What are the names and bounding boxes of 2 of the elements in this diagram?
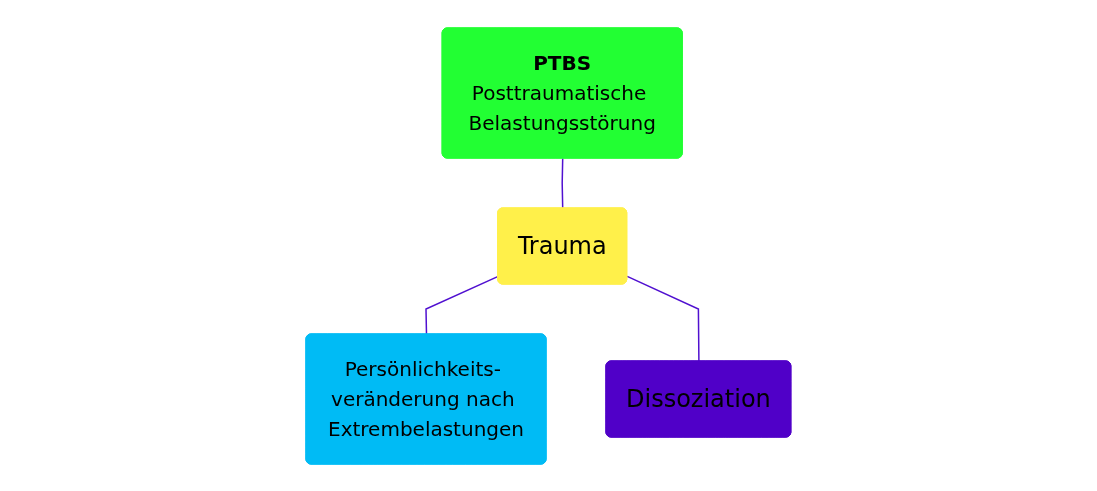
connector xyxy=(561,157,564,209)
connector xyxy=(626,275,700,362)
